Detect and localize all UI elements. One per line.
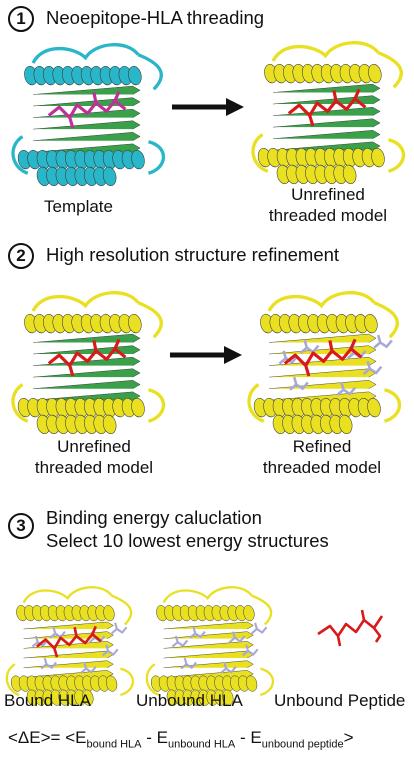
template-label: Template [44,197,113,216]
bound-hla-label: Bound HLA [4,691,91,710]
step-1-title: Neoepitope-HLA threading [46,7,265,28]
step-1-number: 1 [8,6,34,32]
energy-formula: <ΔE>= <Ebound HLA - Eunbound HLA - Eunbo… [8,728,354,751]
unbound-hla-label: Unbound HLA [136,691,243,710]
step-2-title: High resolution structure refinement [46,244,340,265]
unbound-peptide-structure [317,609,384,647]
unrefined-threaded-model-structure [251,41,406,184]
step-3-number: 3 [8,513,34,539]
unrefined-model-label-2: Unrefined threaded model [34,437,154,477]
unrefined-model-label: Unrefined threaded model [268,185,388,225]
bound-hla-structure [5,586,135,706]
refined-model-label: Refined threaded model [262,437,382,477]
unbound-peptide-label: Unbound Peptide [274,691,406,710]
unbound-hla-structure [145,586,275,706]
arrow-right-icon-2 [170,346,242,364]
step-2-number: 2 [8,243,34,269]
step-3-title-line1: Binding energy caluclation [46,507,262,528]
arrow-right-icon [172,98,244,116]
step-3-title-line2: Select 10 lowest energy structures [46,530,329,551]
unrefined-threaded-model-structure-2 [11,291,166,434]
template-structure [11,43,166,186]
refined-threaded-model-structure [247,291,402,434]
